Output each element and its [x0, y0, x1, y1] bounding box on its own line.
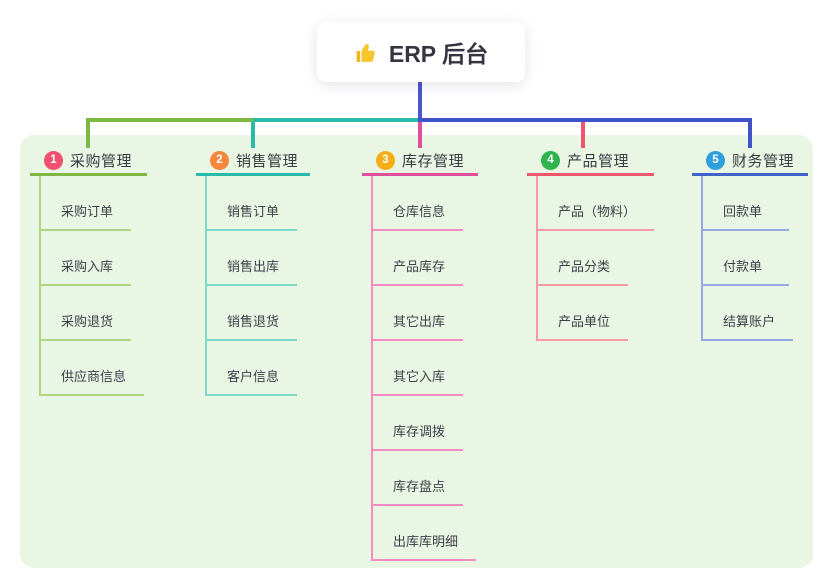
mindmap-item-node[interactable]: 产品单位: [538, 286, 629, 341]
branch-header-node[interactable]: 5 财务管理: [692, 147, 808, 176]
mindmap-item-node[interactable]: 产品库存: [373, 231, 464, 286]
mindmap-item-node[interactable]: 客户信息: [207, 341, 298, 396]
item-label: 回款单: [723, 204, 763, 219]
item-label: 仓库信息: [393, 204, 446, 219]
mindmap-item-node[interactable]: 其它入库: [373, 341, 464, 396]
branch: 1 采购管理 采购订单采购入库采购退货供应商信息: [30, 147, 147, 396]
item-label: 产品库存: [393, 259, 446, 274]
item-label: 供应商信息: [61, 369, 127, 384]
branch-number-badge: 5: [706, 150, 725, 170]
item-label: 销售订单: [227, 204, 280, 219]
root-title: ERP 后台: [388, 41, 489, 67]
branch-label: 库存管理: [402, 152, 465, 170]
mindmap-item-node[interactable]: 库存盘点: [373, 451, 464, 506]
thumbs-up-icon: [354, 40, 379, 65]
spine-segment-left: [86, 118, 253, 122]
mindmap-item-node[interactable]: 结算账户: [703, 286, 794, 341]
item-label: 其它入库: [393, 369, 446, 384]
branch-drop-line-3: [418, 122, 422, 148]
branch-items: 回款单付款单结算账户: [701, 176, 794, 341]
mindmap-item-node[interactable]: 采购退货: [41, 286, 132, 341]
branch-drop-line-1: [86, 122, 90, 148]
branch: 5 财务管理 回款单付款单结算账户: [692, 147, 808, 341]
branch-items: 产品（物料） 产品分类产品单位: [536, 176, 655, 341]
mindmap-item-node[interactable]: 其它出库: [373, 286, 464, 341]
mindmap-item-node[interactable]: 销售退货: [207, 286, 298, 341]
branch-label: 采购管理: [70, 152, 133, 170]
mindmap-item-node[interactable]: 销售订单: [207, 176, 298, 231]
branch-label: 销售管理: [236, 152, 299, 170]
item-label: 出库库明细: [393, 534, 459, 549]
branch-items: 采购订单采购入库采购退货供应商信息: [39, 176, 145, 396]
branch-number-badge: 1: [44, 150, 63, 170]
item-label: 库存调拨: [393, 424, 446, 439]
mindmap-item-node[interactable]: 产品（物料）: [538, 176, 655, 231]
root-connector-line: [418, 82, 422, 122]
mindmap-item-node[interactable]: 库存调拨: [373, 396, 464, 451]
branch: 2 销售管理 销售订单销售出库销售退货客户信息: [196, 147, 310, 396]
mindmap-item-node[interactable]: 回款单: [703, 176, 789, 231]
branch-header-node[interactable]: 4 产品管理: [527, 147, 655, 176]
item-label: 客户信息: [227, 369, 280, 384]
branch-header-node[interactable]: 3 库存管理: [362, 147, 478, 176]
branch-header-node[interactable]: 1 采购管理: [30, 147, 147, 176]
item-label: 采购退货: [61, 314, 114, 329]
spine-segment-mid: [253, 118, 418, 122]
mindmap-item-node[interactable]: 仓库信息: [373, 176, 464, 231]
branches-background-panel: [20, 135, 813, 568]
root-node[interactable]: ERP 后台: [317, 22, 525, 82]
branch-label: 财务管理: [732, 152, 795, 170]
item-label: 付款单: [723, 259, 763, 274]
branch-items: 仓库信息产品库存其它出库其它入库库存调拨库存盘点出库库明细: [371, 176, 477, 561]
branch-number-badge: 3: [376, 150, 395, 170]
mindmap-item-node[interactable]: 产品分类: [538, 231, 629, 286]
mindmap-item-node[interactable]: 销售出库: [207, 231, 298, 286]
item-label: 其它出库: [393, 314, 446, 329]
branch-drop-line-2: [251, 122, 255, 148]
mindmap-item-node[interactable]: 采购订单: [41, 176, 132, 231]
branch-number-badge: 2: [210, 150, 229, 170]
mindmap-item-node[interactable]: 出库库明细: [373, 506, 477, 561]
branch-number-badge: 4: [541, 150, 560, 170]
item-label: 产品（物料）: [558, 204, 637, 219]
item-label: 采购订单: [61, 204, 114, 219]
item-label: 结算账户: [723, 314, 776, 329]
branch-drop-line-4: [581, 122, 585, 148]
item-label: 销售出库: [227, 259, 280, 274]
item-label: 采购入库: [61, 259, 114, 274]
branch-header-node[interactable]: 2 销售管理: [196, 147, 310, 176]
spine-segment-right: [418, 118, 752, 122]
mindmap-item-node[interactable]: 供应商信息: [41, 341, 145, 396]
item-label: 产品单位: [558, 314, 611, 329]
branch: 4 产品管理 产品（物料） 产品分类产品单位: [527, 147, 655, 341]
item-label: 库存盘点: [393, 479, 446, 494]
branch-items: 销售订单销售出库销售退货客户信息: [205, 176, 298, 396]
mindmap-item-node[interactable]: 采购入库: [41, 231, 132, 286]
item-label: 产品分类: [558, 259, 611, 274]
item-label: 销售退货: [227, 314, 280, 329]
mindmap-item-node[interactable]: 付款单: [703, 231, 789, 286]
branch-drop-line-5: [748, 122, 752, 148]
branch-label: 产品管理: [567, 152, 630, 170]
branch: 3 库存管理 仓库信息产品库存其它出库其它入库库存调拨库存盘点出库库明细: [362, 147, 478, 561]
